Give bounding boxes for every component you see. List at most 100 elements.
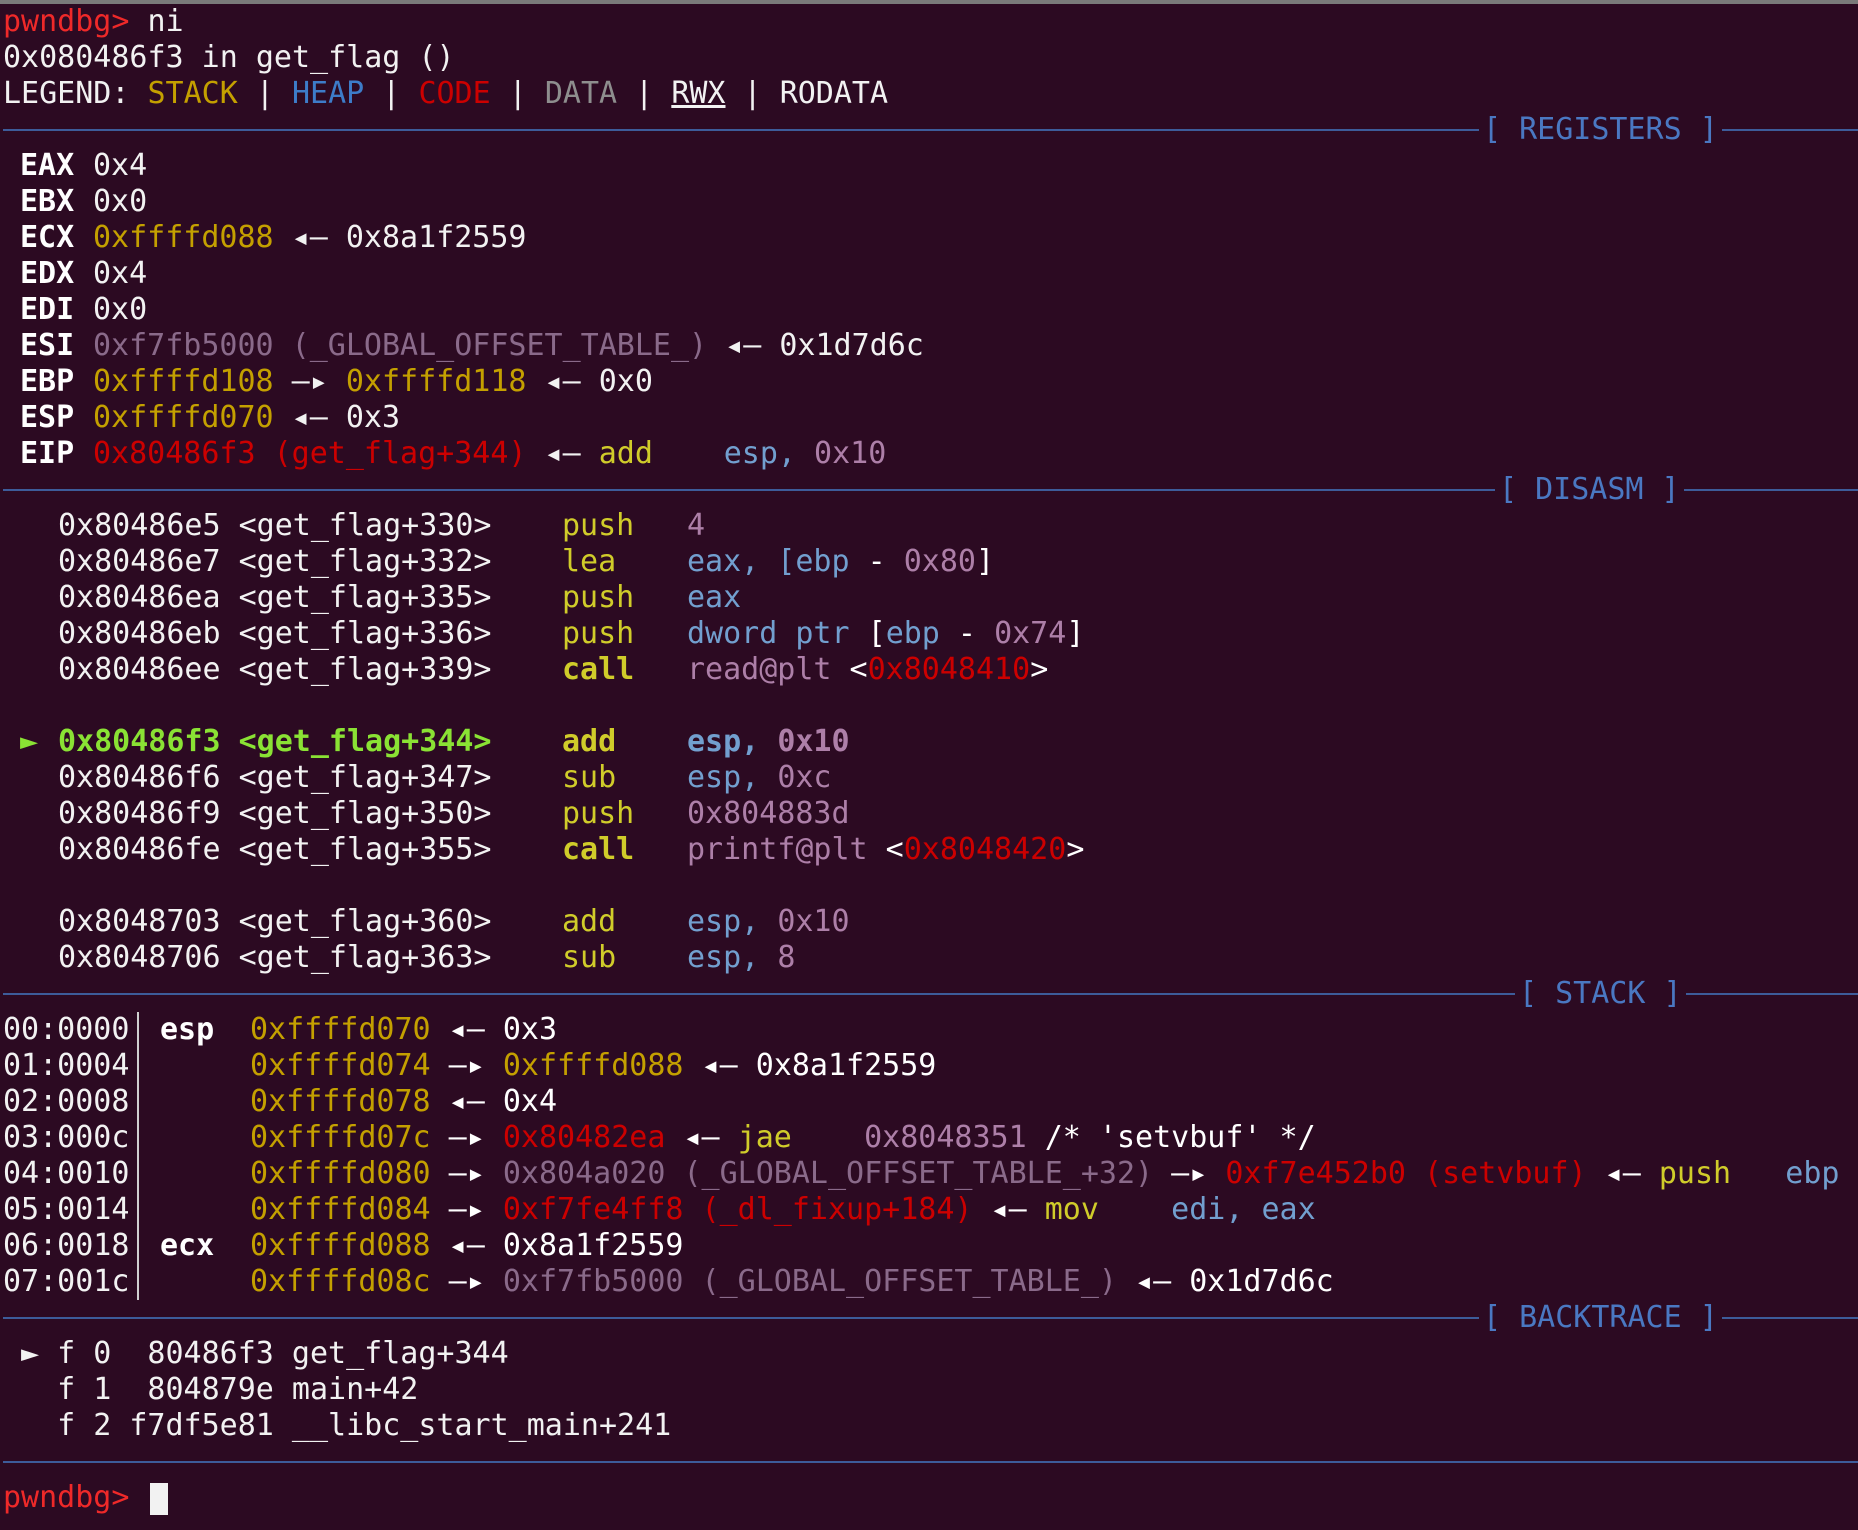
frame-text: f 0 80486f3 get_flag+344 (39, 1336, 509, 1371)
instruction-address: 0x8048706 <get_flag+363> (58, 940, 492, 975)
stack-value: ◂— (665, 1120, 738, 1155)
prompt: pwndbg> (3, 4, 130, 39)
instruction-operand: 0x804883d (687, 796, 850, 831)
frame-marker: ► (21, 1336, 40, 1371)
stack-value (1731, 1156, 1785, 1191)
instruction-operand: dword ptr (687, 616, 868, 651)
disasm-title: [ DISASM ] (1495, 472, 1684, 508)
instruction-operand: < (831, 652, 868, 687)
legend-rwx: RWX (671, 76, 726, 111)
stack-value: 0xffffd088 (502, 1048, 684, 1083)
prompt: pwndbg> (3, 1480, 130, 1515)
instruction-operand: eax, [ (687, 544, 796, 579)
stack-offset: 03:000c (3, 1120, 130, 1155)
instruction-mnemonic: call (562, 832, 635, 867)
registers-header: [ REGISTERS ] (3, 112, 1858, 148)
stack-value: 0x8a1f2559 (755, 1048, 937, 1083)
frame-marker (21, 1408, 39, 1443)
text-cursor[interactable] (149, 1482, 168, 1515)
instruction-operand: 8 (777, 940, 796, 975)
stack-value: jae (737, 1120, 792, 1155)
stack-value: 0xf7e452b0 (setvbuf) (1225, 1156, 1587, 1191)
stack-value: ◂— (1116, 1264, 1190, 1299)
legend-heap: HEAP (292, 76, 365, 111)
instruction-operand: < (867, 832, 904, 867)
stack-value: 0xffffd08c (250, 1264, 431, 1299)
stack-value: 0xffffd084 (250, 1192, 431, 1227)
frame-text: f 2 f7df5e81 __libc_start_main+241 (39, 1408, 672, 1443)
instruction-address: 0x80486ea <get_flag+335> (58, 580, 492, 615)
command-text: ni (129, 4, 184, 39)
instruction-operand: 0x10 (777, 904, 850, 939)
stack-value: 0x8048351 (864, 1120, 1027, 1155)
instruction-mnemonic: push (562, 508, 635, 543)
stack-value: 0xf7fe4ff8 (_dl_fixup+184) (502, 1192, 973, 1227)
bottom-rule (3, 1444, 1858, 1480)
instruction-address: 0x8048703 <get_flag+360> (58, 904, 492, 939)
stack-value: /* 'setvbuf' */ (1026, 1120, 1316, 1155)
stack-value: push (1658, 1156, 1732, 1191)
stack-value: 0x1d7d6c (1189, 1264, 1334, 1299)
stack-value: ◂— (1586, 1156, 1659, 1191)
instruction-operand: 0x80 (903, 544, 976, 579)
location-line: 0x080486f3 in get_flag () (3, 40, 455, 75)
stack-value: —▸ (430, 1192, 503, 1227)
stack-offset: 06:0018 (3, 1228, 130, 1263)
stack-offset: 07:001c (3, 1264, 130, 1299)
instruction-operand: esp, (687, 904, 778, 939)
input-line[interactable]: pwndbg> (3, 1480, 1858, 1516)
stack-value: 0xffffd074 (250, 1048, 431, 1083)
instruction-operand: printf@plt (687, 832, 868, 867)
legend-code: CODE (418, 76, 491, 111)
instruction-operand: read@plt (687, 652, 832, 687)
instruction-operand: esp, (687, 724, 778, 759)
stack-value: ◂— (683, 1048, 756, 1083)
disasm-line: 0x8048703 <get_flag+360> add esp, 0x10 (3, 904, 1858, 940)
legend-label: LEGEND: (3, 76, 148, 111)
disasm-blank-line (3, 868, 1858, 904)
instruction-mnemonic: add (562, 904, 617, 939)
stack-value: mov (1044, 1192, 1099, 1227)
instruction-operand: ] (976, 544, 995, 579)
legend-stack: STACK (147, 76, 238, 111)
instruction-address: 0x80486f6 <get_flag+347> (58, 760, 492, 795)
instruction-operand: 0x10 (777, 724, 850, 759)
stack-value: —▸ (430, 1120, 503, 1155)
frame-marker (21, 1372, 39, 1407)
stack-offset: 00:0000 (3, 1012, 130, 1047)
stack-value: ebp (1785, 1156, 1840, 1191)
instruction-mnemonic: call (562, 652, 635, 687)
backtrace-panel: ► f 0 80486f3 get_flag+344 f 1 804879e m… (3, 1336, 1858, 1444)
instruction-address: 0x80486e7 <get_flag+332> (58, 544, 492, 579)
instruction-mnemonic: push (562, 580, 635, 615)
instruction-operand: 0xc (777, 760, 832, 795)
stack-register: ecx (160, 1228, 215, 1263)
instruction-mnemonic: push (562, 616, 635, 651)
disasm-line: 0x80486fe <get_flag+355> call printf@plt <… (3, 832, 1858, 868)
stack-value: ◂— (430, 1228, 503, 1263)
instruction-address: 0x80486f9 <get_flag+350> (58, 796, 492, 831)
backtrace-frame: f 2 f7df5e81 __libc_start_main+241 (3, 1408, 1858, 1444)
instruction-address: 0x80486fe <get_flag+355> (58, 832, 492, 867)
instruction-operand: - (849, 544, 904, 579)
instruction-operand: 0x8048420 (903, 832, 1067, 867)
instruction-operand: 0x74 (994, 616, 1067, 651)
instruction-operand: > (1066, 832, 1085, 867)
stack-value: —▸ (430, 1156, 503, 1191)
